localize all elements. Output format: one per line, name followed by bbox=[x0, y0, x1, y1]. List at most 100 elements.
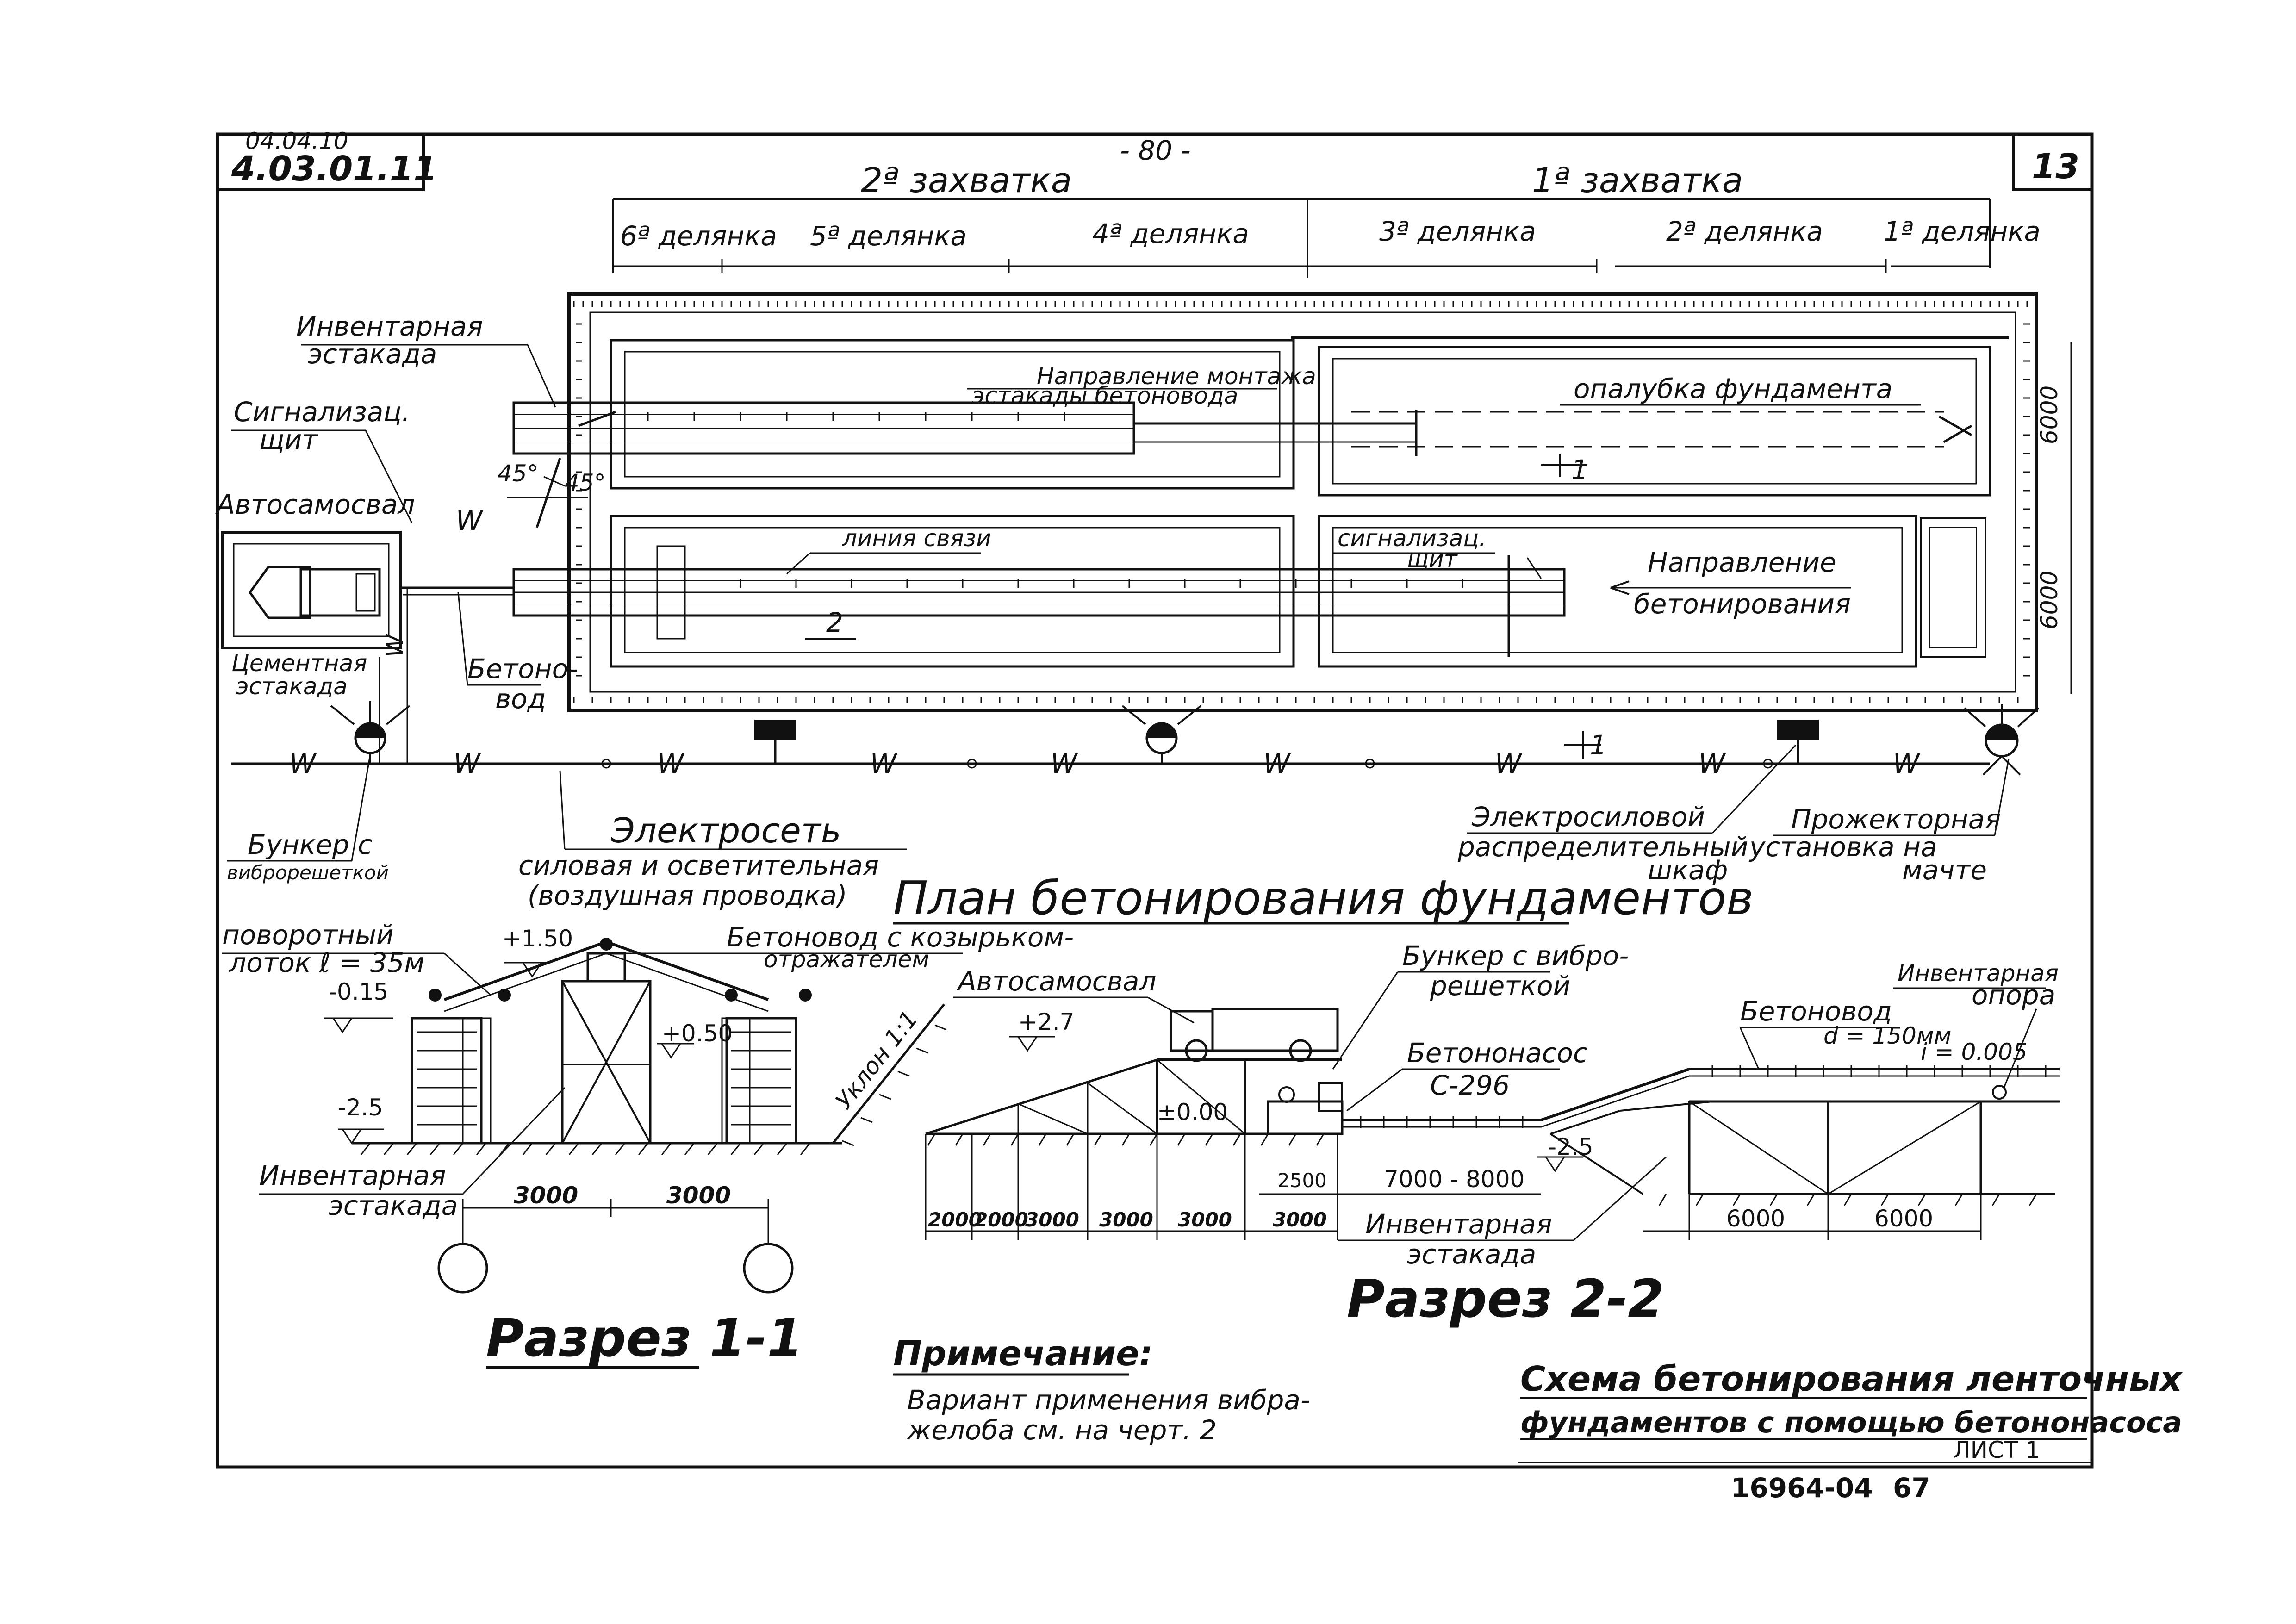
s22-pipe-label-3: i = 0.005 bbox=[1921, 1039, 2028, 1065]
section-2-mark: 2 bbox=[826, 607, 843, 638]
elev-mid: +0.50 bbox=[662, 1020, 733, 1047]
note-line-2: желоба см. на черт. 2 bbox=[906, 1414, 1217, 1446]
signal-shield-right-label-1: сигнализац. bbox=[1338, 525, 1486, 552]
bunker-label-1: Бункер с bbox=[248, 829, 373, 860]
formwork-label: опалубка фундамента bbox=[1574, 373, 1892, 404]
s11-dim-2: 3000 bbox=[666, 1182, 731, 1209]
pipe-visor-label-2: отражателем bbox=[764, 946, 929, 973]
s22-dim-mid-2: 7000 - 8000 bbox=[1384, 1166, 1524, 1193]
s22-truck-label: Автосамосвал bbox=[956, 965, 1157, 997]
s22-dim-left-3: 3000 bbox=[1025, 1208, 1079, 1231]
power-cabinet-icon bbox=[754, 720, 796, 764]
signal-shield-right-label-2: щит bbox=[1407, 546, 1458, 572]
bunker-label-2: виброрешеткой bbox=[227, 861, 389, 884]
s22-dim-left-4: 3000 bbox=[1099, 1208, 1153, 1231]
wire-mark: W bbox=[1263, 748, 1291, 779]
s22-bunker-label-1: Бункер с вибро- bbox=[1402, 940, 1629, 971]
wire-mark: W bbox=[1699, 748, 1726, 779]
power-line bbox=[231, 588, 1990, 769]
s22-dim-mid-1: 2500 bbox=[1277, 1169, 1327, 1192]
dim-right-1: 6000 bbox=[2036, 386, 2063, 444]
rotary-tray-label-2: лоток ℓ = 35м bbox=[229, 947, 424, 978]
section-2-2-title: Разрез 2-2 bbox=[1347, 1269, 1664, 1329]
power-network-label-1: Электросеть bbox=[610, 811, 841, 851]
s22-pump-label-1: Бетононасос bbox=[1407, 1037, 1588, 1069]
s22-elev-pit: -2.5 bbox=[1548, 1133, 1593, 1160]
plot-1-label: 1ª делянка bbox=[1884, 216, 2041, 247]
power-cabinet-label-2: распределительный bbox=[1457, 831, 1748, 863]
s22-elev-truck: +2.7 bbox=[1018, 1008, 1074, 1035]
s22-elev-zero: ±0.00 bbox=[1157, 1099, 1228, 1126]
lower-inventory-overpass bbox=[512, 555, 1566, 657]
page-number: - 80 - bbox=[1120, 135, 1191, 166]
s22-dim-left-5: 3000 bbox=[1178, 1208, 1232, 1231]
doc-number: 16964-04 bbox=[1731, 1472, 1873, 1504]
section-1-1-drawing bbox=[324, 938, 947, 1294]
wire-mark: W bbox=[289, 748, 317, 779]
cement-overpass-label-2: эстакада bbox=[236, 673, 348, 700]
sheet-frame bbox=[216, 132, 2094, 1469]
wire-mark: W bbox=[454, 748, 481, 779]
pit-slope-hatch-bottom bbox=[573, 323, 2030, 703]
cement-overpass-label-1: Цементная bbox=[231, 650, 367, 677]
section-1-mark: 1 bbox=[1571, 454, 1588, 485]
wire-mark: W bbox=[1893, 748, 1921, 779]
pipe-visor-label-1: Бетоновод с козырьком- bbox=[727, 921, 1074, 953]
album-number: 13 bbox=[2032, 147, 2079, 187]
plot-6-label: 6ª делянка bbox=[620, 220, 777, 252]
plan-dump-truck-label: Автосамосвал bbox=[215, 489, 415, 520]
wire-mark: W bbox=[456, 505, 484, 536]
s22-pump-label-2: С-296 bbox=[1430, 1070, 1510, 1101]
slope-label: Уклон 1:1 bbox=[830, 1006, 923, 1114]
s22-overpass-label-2: эстакада bbox=[1407, 1238, 1536, 1270]
rotary-tray-label-1: поворотный bbox=[222, 919, 394, 951]
s11-overpass-label-1: Инвентарная bbox=[259, 1160, 446, 1191]
floodlight-label-3: мачте bbox=[1902, 854, 1987, 886]
plot-5-label: 5ª делянка bbox=[810, 220, 967, 252]
dim-right-2: 6000 bbox=[2036, 571, 2063, 629]
s11-dim-1: 3000 bbox=[514, 1182, 578, 1209]
sheet-code-small: 04.04.10 bbox=[245, 128, 348, 155]
scheme-title-line-1: Схема бетонирования ленточных bbox=[1520, 1359, 2183, 1399]
elev-tray: -0.15 bbox=[329, 978, 388, 1005]
floodlight-icon bbox=[330, 701, 411, 764]
upper-inventory-overpass bbox=[512, 401, 1418, 528]
power-cabinet-label-3: шкаф bbox=[1648, 854, 1728, 886]
floodlight-label-1: Прожекторная bbox=[1791, 803, 2001, 835]
s22-bunker-label-2: решеткой bbox=[1430, 970, 1570, 1002]
elev-top: +1.50 bbox=[502, 925, 573, 952]
inventory-overpass-label-1: Инвентарная bbox=[296, 311, 483, 342]
s22-dim-right-1: 6000 bbox=[1726, 1205, 1785, 1232]
s22-dim-mid-3: 3000 bbox=[1273, 1208, 1327, 1231]
s22-support-label-2: опора bbox=[1972, 979, 2055, 1011]
comm-line-label: линия связи bbox=[842, 525, 991, 552]
concrete-pipe-label-1: Бетоно- bbox=[467, 653, 578, 684]
s22-pipe-label-1: Бетоновод bbox=[1740, 996, 1892, 1027]
wire-mark: W bbox=[870, 748, 898, 779]
doc-page: 67 bbox=[1893, 1472, 1930, 1504]
section-1-mark-bottom: 1 bbox=[1590, 729, 1607, 761]
list-label: ЛИСТ 1 bbox=[1953, 1437, 2040, 1463]
scheme-title-line-2: фундаментов с помощью бетононасоса bbox=[1520, 1406, 2182, 1439]
power-network-label-2: силовая и осветительная bbox=[518, 850, 879, 881]
stage-1-label: 1ª захватка bbox=[1532, 161, 1743, 200]
plan-title: План бетонирования фундаментов bbox=[893, 871, 1754, 925]
plan-dump-truck bbox=[221, 531, 514, 649]
section-cut-marks bbox=[805, 454, 1601, 759]
plot-4-label: 4ª делянка bbox=[1092, 218, 1249, 249]
power-network-label-3: (воздушная проводка) bbox=[528, 880, 847, 911]
plot-2-label: 2ª делянка bbox=[1666, 216, 1823, 247]
stage-brackets bbox=[612, 198, 1991, 278]
power-cabinet-icon bbox=[1777, 720, 1819, 764]
wire-mark: W bbox=[1051, 748, 1078, 779]
signal-shield-left-label-2: щит bbox=[259, 424, 318, 455]
s22-support-label-1: Инвентарная bbox=[1898, 960, 2059, 987]
angle-45-right: 45° bbox=[565, 469, 606, 496]
foundation-pit bbox=[507, 292, 2038, 712]
floodlight-icon bbox=[1964, 704, 2040, 776]
mounting-direction-label-2: эстакады бетоновода bbox=[972, 382, 1238, 409]
stage-2-label: 2ª захватка bbox=[861, 161, 1072, 200]
sheet-code: 4.03.01.11 bbox=[231, 149, 437, 189]
note-line-1: Вариант применения вибра- bbox=[907, 1384, 1310, 1416]
